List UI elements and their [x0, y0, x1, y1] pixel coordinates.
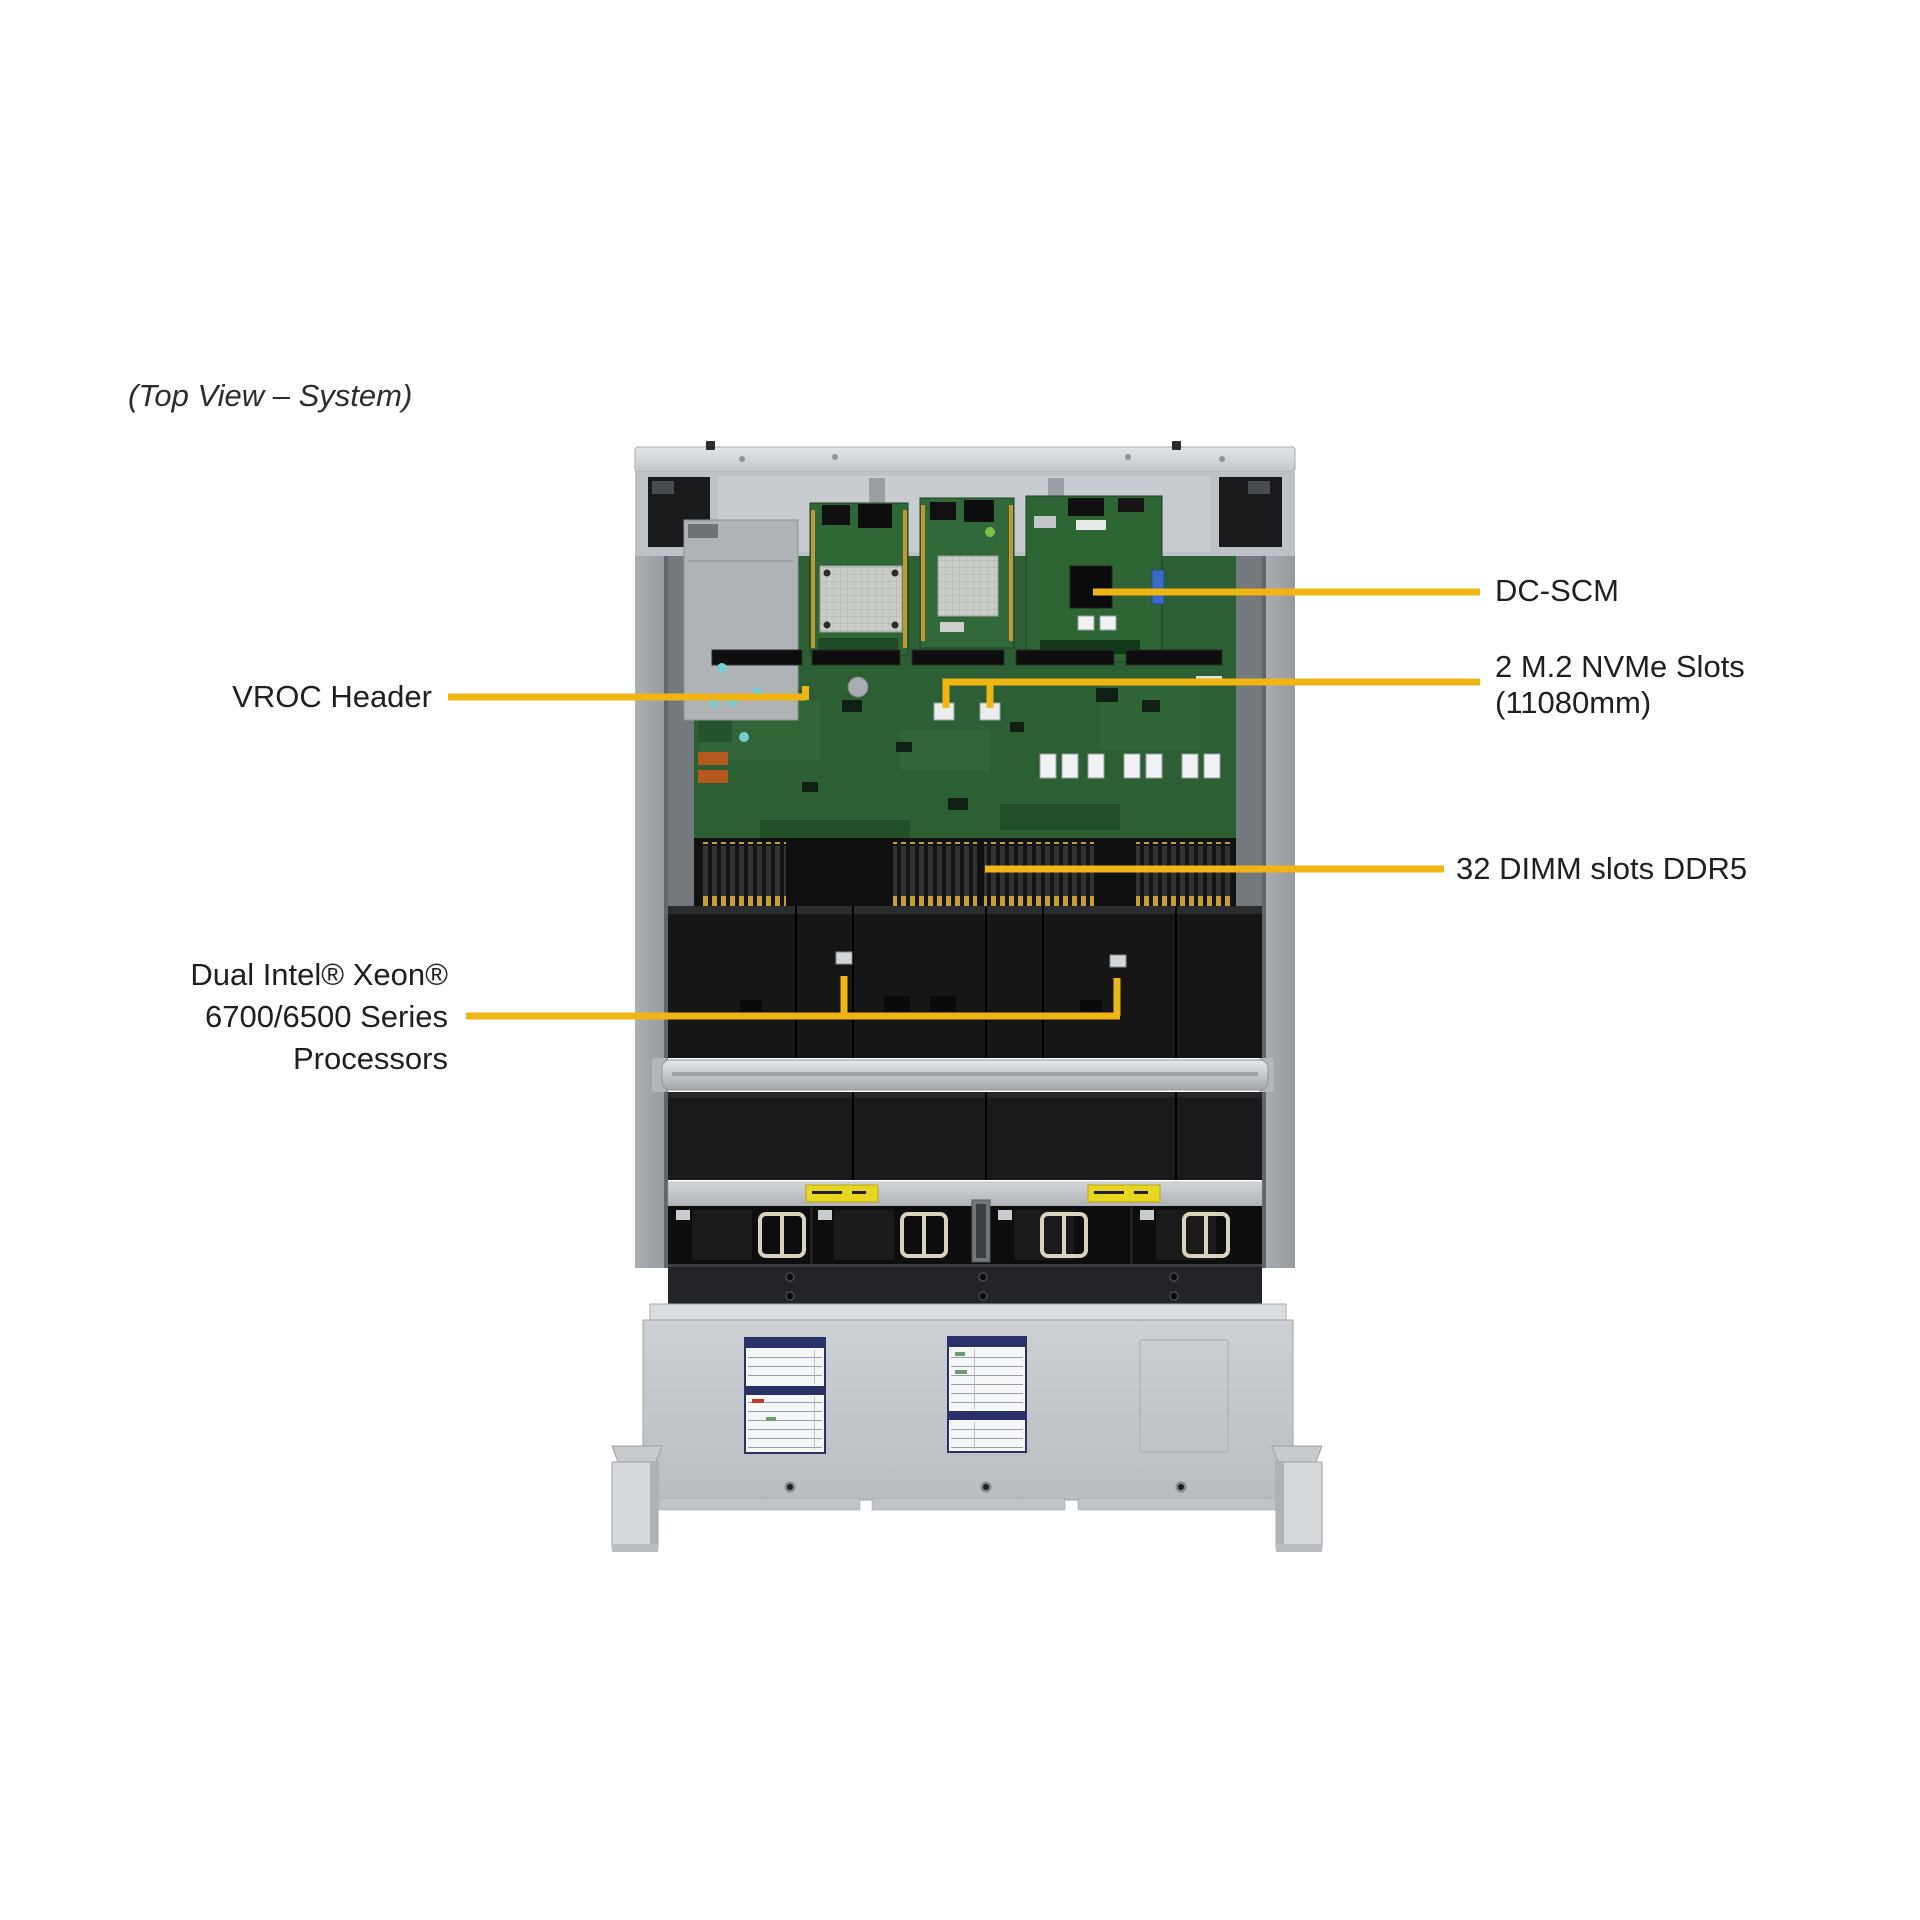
dc-scm-board	[1025, 495, 1165, 663]
dimm-slot-banks	[694, 838, 1236, 908]
mounting-ears	[611, 1445, 1323, 1552]
chassis-cross-brace	[652, 1058, 1274, 1092]
chassis-side-walls	[635, 556, 1295, 1268]
callout-label-m2-line2: (11080mm)	[1495, 685, 1652, 720]
callout-tick-vroc	[802, 686, 809, 700]
callout-lines	[448, 588, 1480, 1020]
callout-label-processors-line1: Dual Intel® Xeon®	[190, 957, 448, 992]
callout-label-processors: Dual Intel® Xeon® 6700/6500 Series Proce…	[140, 954, 448, 1080]
left-bracket-shroud	[683, 519, 799, 721]
callout-label-m2-line1: 2 M.2 NVMe Slots	[1495, 649, 1745, 684]
callout-label-m2: 2 M.2 NVMe Slots (11080mm)	[1495, 649, 1745, 721]
cpu-air-shroud	[668, 906, 1262, 1058]
page-title: (Top View – System)	[128, 378, 413, 413]
chassis-rear-edge	[634, 441, 1296, 473]
callout-label-dimm: 32 DIMM slots DDR5	[1456, 851, 1748, 886]
callout-label-processors-line2: 6700/6500 Series	[204, 999, 448, 1034]
pcie-slot-row	[711, 649, 1223, 666]
spec-label-sticker-left	[744, 1337, 826, 1454]
callout-label-dc-scm: DC-SCM	[1495, 573, 1619, 608]
callout-line-m2	[942, 678, 1480, 708]
chassis-floor	[668, 1264, 1262, 1304]
fan-modules	[668, 1199, 1262, 1264]
spec-label-sticker-right	[947, 1336, 1027, 1453]
mcio-connector-row	[1039, 753, 1221, 779]
fan-tray-rail	[667, 1181, 1263, 1207]
callout-line-cpu	[466, 976, 1121, 1020]
riser-card-left	[809, 502, 909, 656]
riser-card-middle	[919, 497, 1015, 649]
callout-label-vroc: VROC Header	[232, 679, 432, 714]
fan-shroud	[668, 1092, 1262, 1180]
callout-label-processors-line3: Processors	[292, 1041, 448, 1076]
